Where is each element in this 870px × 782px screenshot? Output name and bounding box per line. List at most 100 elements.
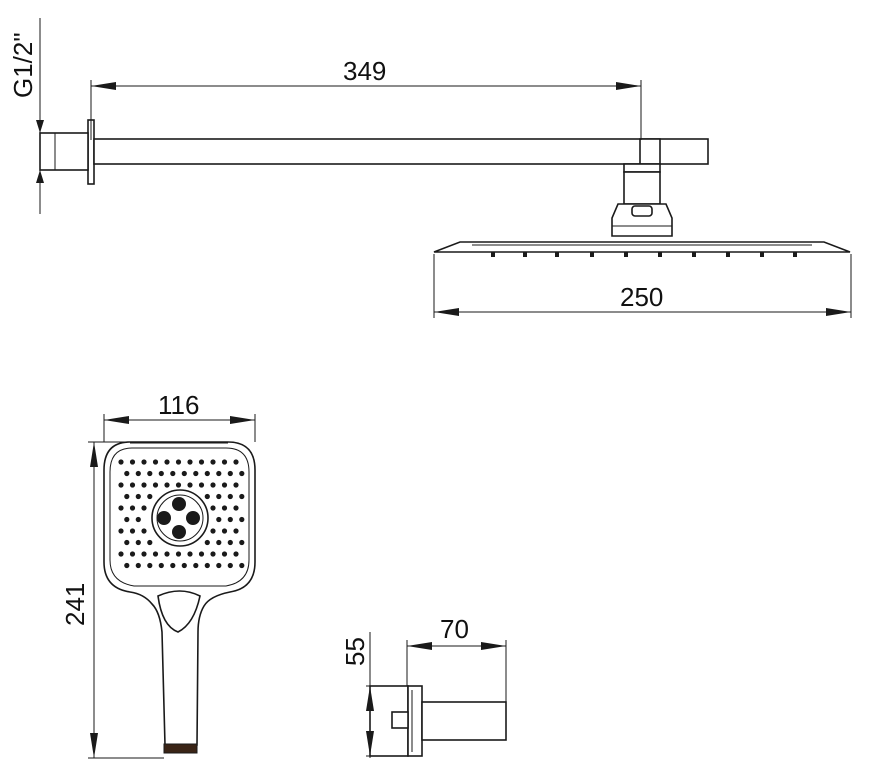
spray-nozzle	[141, 551, 147, 557]
spray-nozzle	[124, 539, 130, 546]
spray-nozzle	[227, 493, 233, 500]
spray-nozzle	[216, 539, 222, 546]
spray-nozzle	[193, 562, 199, 569]
spray-nozzles	[118, 459, 245, 569]
down-pipe	[623, 163, 661, 173]
dimension-thread: G1/2"	[8, 18, 44, 214]
spray-nozzle	[216, 562, 222, 569]
spray-nozzle	[239, 539, 245, 546]
spray-nozzle	[233, 459, 239, 465]
arm-elbow	[639, 138, 661, 165]
holder-cradle	[421, 701, 507, 741]
spray-nozzle	[221, 459, 228, 465]
spray-nozzle	[152, 459, 159, 465]
spray-nozzle	[187, 459, 193, 465]
spray-nozzle	[187, 551, 193, 557]
spray-nozzle	[164, 459, 170, 465]
handle-notch	[157, 590, 201, 633]
thread-connector	[39, 132, 89, 171]
spray-nozzle	[227, 470, 233, 477]
shower-head-plate	[433, 241, 851, 253]
spray-nozzle	[216, 516, 222, 523]
spray-nozzle	[233, 551, 239, 557]
spray-nozzle	[147, 562, 153, 569]
holder-button	[391, 711, 409, 729]
spray-nozzle	[135, 493, 141, 500]
spray-nozzle	[193, 470, 199, 477]
spray-nozzle	[239, 516, 245, 523]
spray-nozzle	[141, 459, 147, 465]
spray-nozzle	[175, 459, 182, 465]
spray-nozzle	[152, 482, 159, 488]
spray-nozzle	[198, 459, 205, 465]
thread-label: G1/2"	[8, 32, 38, 98]
spray-nozzle	[221, 482, 228, 488]
spray-nozzle	[164, 551, 170, 557]
handle-connector	[163, 743, 198, 754]
spray-nozzle	[158, 470, 164, 477]
spray-nozzle	[210, 482, 216, 488]
spray-nozzle	[216, 493, 222, 500]
spray-nozzle	[141, 528, 147, 534]
dimension-head-width: 250	[433, 254, 852, 318]
spray-nozzle	[129, 505, 136, 511]
spray-nozzle	[170, 562, 176, 569]
spray-nozzle	[175, 551, 182, 557]
overhead-shower-assembly	[39, 119, 851, 257]
spray-nozzle	[187, 482, 193, 488]
dimension-holder-depth: 70	[406, 614, 507, 702]
spray-nozzle	[118, 528, 124, 534]
spray-nozzle	[221, 551, 228, 557]
spray-nozzle	[124, 470, 130, 477]
spray-nozzle	[118, 505, 124, 511]
shower-arm	[93, 138, 709, 165]
spray-nozzle	[129, 551, 136, 557]
spray-nozzle	[164, 482, 170, 488]
spray-nozzle	[239, 493, 245, 500]
joint-nut	[611, 203, 673, 237]
spray-nozzle	[210, 528, 216, 534]
spray-nozzle	[124, 493, 130, 500]
spray-nozzle	[118, 551, 124, 557]
spray-nozzle	[118, 482, 124, 488]
spray-nozzle	[170, 470, 176, 477]
spray-nozzle	[124, 562, 130, 569]
spray-nozzle	[239, 562, 245, 569]
dimension-arm-length: 349	[90, 56, 642, 140]
center-spray-ring	[151, 489, 209, 547]
spray-nozzle	[204, 539, 210, 546]
spray-nozzle	[239, 470, 245, 477]
spray-nozzle	[141, 505, 147, 511]
ball-joint	[623, 171, 661, 205]
hand-shower	[103, 441, 256, 754]
spray-nozzle	[221, 505, 228, 511]
spray-nozzle	[181, 562, 187, 569]
spray-nozzle	[233, 482, 239, 488]
spray-nozzle	[204, 562, 210, 569]
wall-holder	[369, 685, 507, 757]
spray-nozzle	[147, 470, 153, 477]
hand-length-label: 241	[60, 583, 90, 626]
spray-nozzle	[227, 539, 233, 546]
spray-nozzle	[216, 470, 222, 477]
spray-nozzle	[210, 505, 216, 511]
spray-nozzle	[129, 528, 136, 534]
spray-nozzle	[129, 482, 136, 488]
holder-depth-label: 70	[440, 614, 469, 644]
dimension-hand-length: 241	[60, 441, 164, 759]
spray-nozzle	[118, 459, 124, 465]
spray-nozzle	[233, 505, 239, 511]
spray-nozzle	[204, 470, 210, 477]
spray-nozzle	[129, 459, 136, 465]
spray-nozzle	[227, 516, 233, 523]
spray-nozzle	[135, 516, 141, 523]
spray-nozzle	[227, 562, 233, 569]
spray-nozzle	[175, 482, 182, 488]
spray-nozzle	[233, 528, 239, 534]
spray-nozzle	[152, 551, 159, 557]
spray-nozzle	[158, 562, 164, 569]
head-nozzles	[491, 252, 797, 257]
spray-nozzle	[135, 539, 141, 546]
spray-nozzle	[147, 539, 153, 546]
